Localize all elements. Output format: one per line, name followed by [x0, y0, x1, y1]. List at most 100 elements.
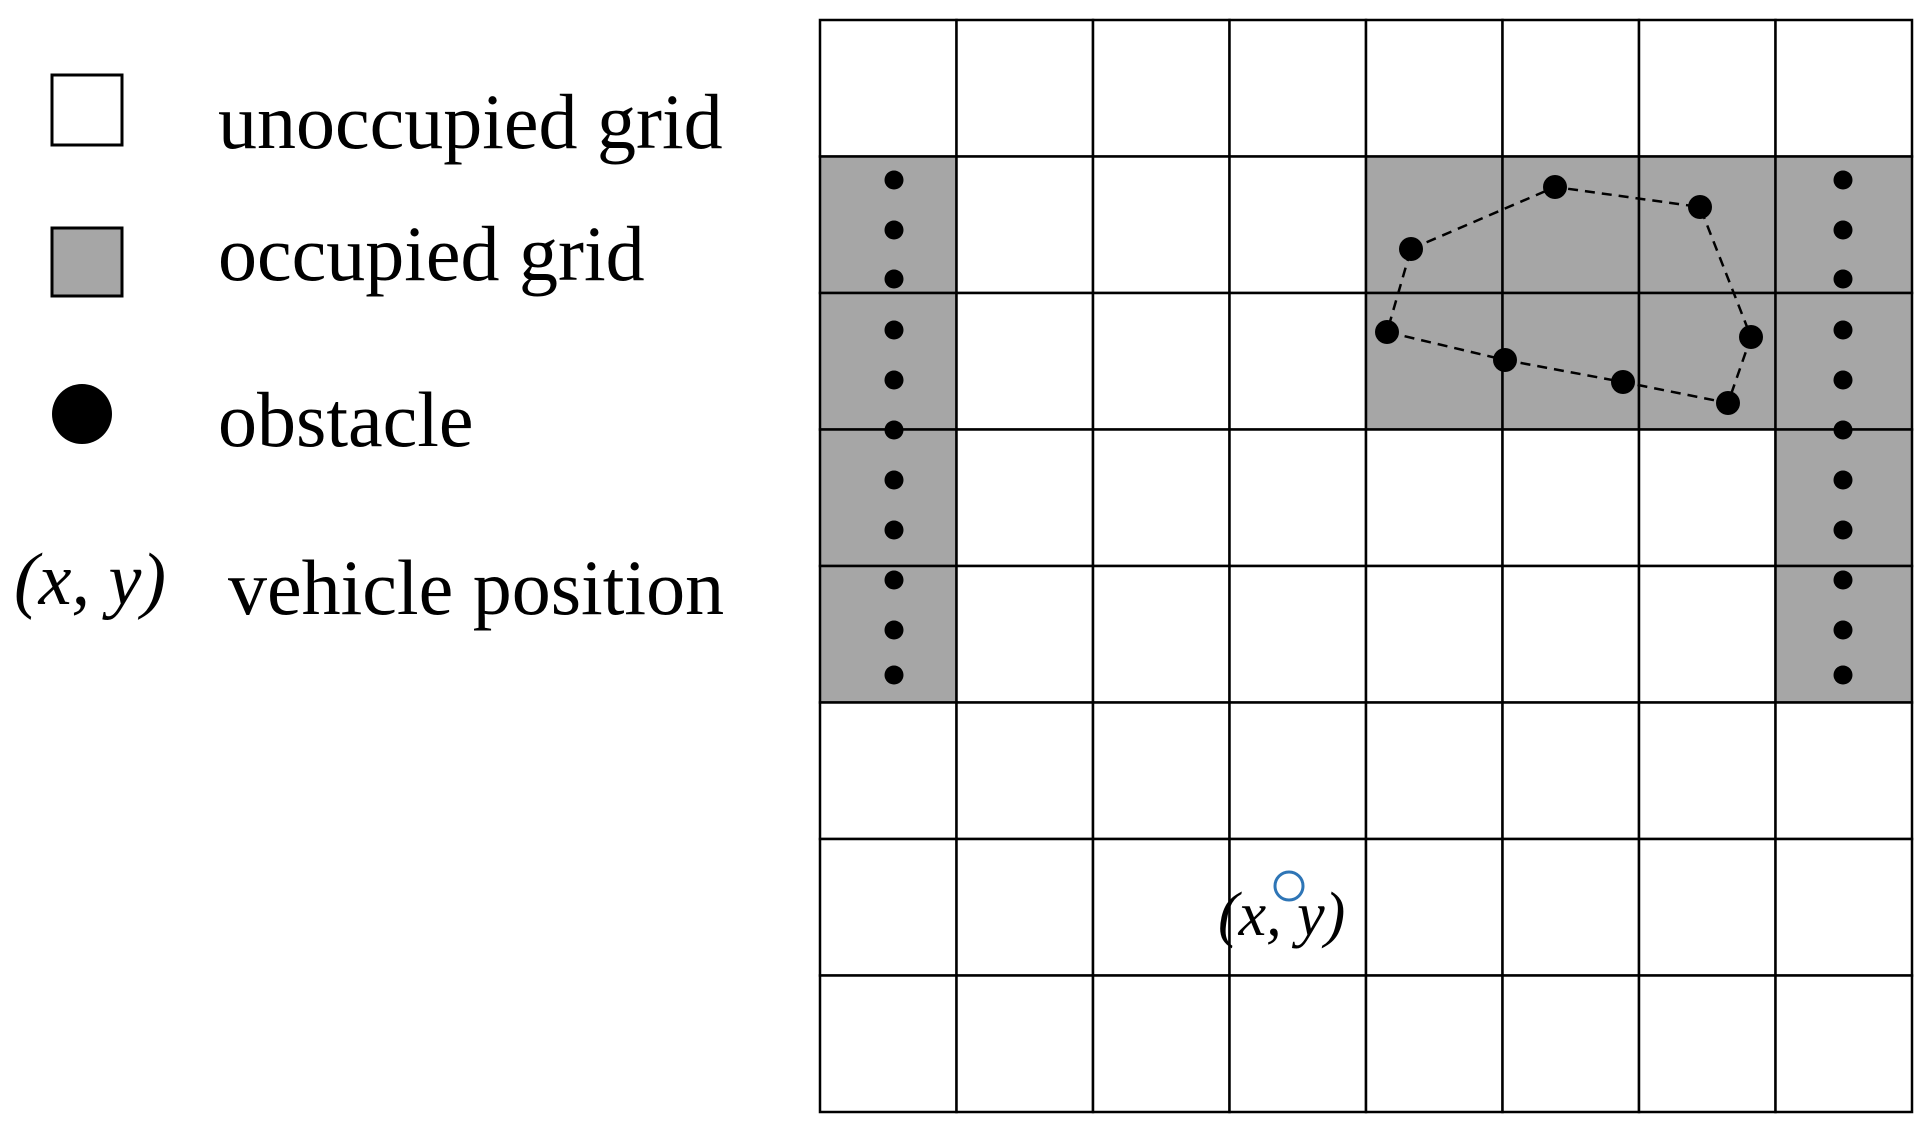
vehicle-position-label: (x, y) [1218, 881, 1345, 949]
unoccupied-grid-cell [1501, 701, 1641, 841]
obstacle-point [884, 420, 904, 440]
obstacle-point [884, 320, 904, 340]
unoccupied-grid-cell [1228, 291, 1368, 431]
legend-occupied-label: occupied grid [218, 210, 645, 297]
occupied-grid-cell [818, 428, 958, 568]
unoccupied-grid-cell [955, 701, 1095, 841]
occupied-grid-cell [1637, 155, 1777, 295]
obstacle-point [1833, 620, 1853, 640]
unoccupied-grid-cell [1637, 701, 1777, 841]
obstacle-point [1833, 420, 1853, 440]
obstacle-point [1493, 348, 1517, 372]
unoccupied-grid-cell [818, 974, 958, 1114]
obstacle-point [884, 520, 904, 540]
obstacle-point [1833, 470, 1853, 490]
obstacle-point [1833, 570, 1853, 590]
unoccupied-grid-cell [1364, 974, 1504, 1114]
unoccupied-grid-cell [1091, 291, 1231, 431]
occupied-grid-cell [1501, 155, 1641, 295]
unoccupied-grid-cell [818, 701, 958, 841]
unoccupied-grid-cell [1228, 701, 1368, 841]
unoccupied-grid-cell [1637, 564, 1777, 704]
unoccupied-grid-cell [1501, 564, 1641, 704]
obstacle-point [1833, 520, 1853, 540]
unoccupied-grid-cell [1228, 428, 1368, 568]
obstacle-point [1739, 325, 1763, 349]
unoccupied-grid-cell [1228, 155, 1368, 295]
obstacle-point [1716, 391, 1740, 415]
unoccupied-grid-cell [955, 974, 1095, 1114]
occupied-grid-cell [1637, 291, 1777, 431]
occupied-grid-cell [1774, 291, 1914, 431]
obstacle-point [884, 370, 904, 390]
obstacle-point [1833, 370, 1853, 390]
unoccupied-grid-cell [955, 837, 1095, 977]
legend-unoccupied-label: unoccupied grid [218, 78, 723, 165]
obstacle-point [884, 665, 904, 685]
unoccupied-grid-cell [1091, 564, 1231, 704]
unoccupied-grid-cell [1501, 18, 1641, 158]
occupied-grid-cell [818, 291, 958, 431]
unoccupied-grid-cell [955, 564, 1095, 704]
unoccupied-grid-cell [1228, 974, 1368, 1114]
unoccupied-grid-cell [818, 18, 958, 158]
unoccupied-grid-cell [1637, 837, 1777, 977]
obstacle-point [884, 620, 904, 640]
unoccupied-grid-cell [1091, 974, 1231, 1114]
unoccupied-grid-cell [1091, 428, 1231, 568]
unoccupied-grid-cell [955, 428, 1095, 568]
unoccupied-grid-cell [1637, 18, 1777, 158]
unoccupied-grid-cell [1501, 837, 1641, 977]
obstacle-point [884, 220, 904, 240]
vehicle-position-icon: (x, y) [14, 539, 166, 621]
obstacle-point [1833, 320, 1853, 340]
obstacle-point [1833, 170, 1853, 190]
obstacle-point [884, 170, 904, 190]
unoccupied-grid-cell [1501, 974, 1641, 1114]
unoccupied-grid-cell [955, 155, 1095, 295]
obstacle-point [1833, 269, 1853, 289]
unoccupied-grid-cell [1364, 18, 1504, 158]
obstacle-point [1833, 220, 1853, 240]
unoccupied-grid-cell [1364, 837, 1504, 977]
obstacle-point [1833, 665, 1853, 685]
unoccupied-grid-cell [1774, 18, 1914, 158]
unoccupied-grid-cell [1774, 701, 1914, 841]
unoccupied-grid-cell [1091, 837, 1231, 977]
unoccupied-grid-cell [818, 837, 958, 977]
obstacle-icon [52, 384, 112, 444]
unoccupied-grid-cell [1228, 18, 1368, 158]
legend-vehicle-label: vehicle position [228, 544, 724, 631]
obstacle-point [1688, 195, 1712, 219]
unoccupied-grid-cell [955, 18, 1095, 158]
unoccupied-grid-cell [1091, 701, 1231, 841]
occupied-grid-cell [1364, 155, 1504, 295]
obstacles-layer [884, 170, 1853, 685]
unoccupied-grid-cell [1774, 837, 1914, 977]
occupied-grid-cell [1501, 291, 1641, 431]
obstacle-point [884, 470, 904, 490]
vehicle-marker [1273, 870, 1305, 902]
occupied-grid-cell [1364, 291, 1504, 431]
unoccupied-grid-cell [1091, 18, 1231, 158]
unoccupied-grid-cell [1228, 564, 1368, 704]
obstacle-point [1543, 175, 1567, 199]
obstacle-point [884, 269, 904, 289]
legend: unoccupied grid occupied grid obstacle (… [14, 73, 724, 631]
obstacle-point [1375, 320, 1399, 344]
unoccupied-grid-icon [50, 73, 124, 147]
unoccupied-grid-cell [955, 291, 1095, 431]
obstacle-point [1399, 237, 1423, 261]
occupied-grid-cell [1774, 428, 1914, 568]
vehicle: (x, y) [1218, 870, 1345, 949]
occupied-grid-icon [50, 226, 124, 298]
unoccupied-grid-cell [1637, 974, 1777, 1114]
unoccupied-grid-cell [1364, 428, 1504, 568]
unoccupied-grid-cell [1364, 701, 1504, 841]
unoccupied-grid-cell [1501, 428, 1641, 568]
unoccupied-grid-cell [1637, 428, 1777, 568]
legend-obstacle-label: obstacle [218, 376, 474, 463]
unoccupied-grid-cell [1774, 974, 1914, 1114]
unoccupied-grid-cell [1364, 564, 1504, 704]
